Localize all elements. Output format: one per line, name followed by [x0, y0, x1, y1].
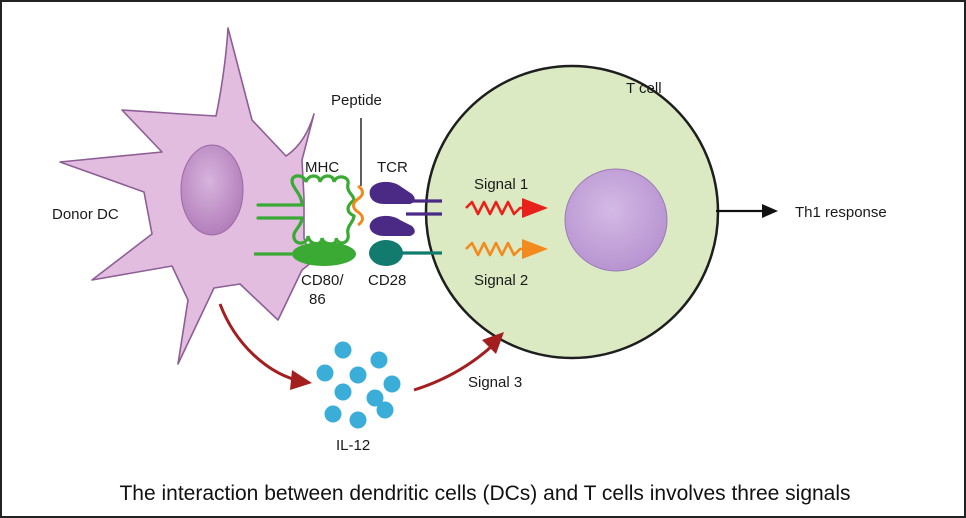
- label-il12: IL-12: [336, 437, 370, 454]
- label-th1-response: Th1 response: [795, 204, 887, 221]
- signal-3-arrow-il12-to-tcell: [413, 332, 504, 392]
- label-cd80-line2: 86: [309, 291, 326, 308]
- label-t-cell: T cell: [626, 80, 662, 97]
- th1-arrow: [716, 204, 778, 218]
- tcr-molecule: [369, 181, 442, 236]
- signal-1-arrow: [465, 198, 548, 218]
- signal-3-arrow-dc-to-il12: [218, 303, 312, 390]
- label-mhc: MHC: [305, 159, 339, 176]
- label-signal-1: Signal 1: [474, 176, 528, 193]
- cd80-86-molecule: [254, 242, 356, 266]
- figure-caption: The interaction between dendritic cells …: [119, 482, 851, 505]
- dendritic-cell-nucleus: [180, 144, 244, 236]
- cd28-molecule: [369, 240, 442, 266]
- label-cd80-line1: CD80/: [301, 272, 344, 289]
- peptide: [352, 184, 364, 227]
- label-signal-2: Signal 2: [474, 272, 528, 289]
- label-donor-dc: Donor DC: [52, 206, 119, 223]
- label-cd28: CD28: [368, 272, 406, 289]
- label-tcr: TCR: [377, 159, 408, 176]
- label-signal-3: Signal 3: [468, 374, 522, 391]
- signal-2-arrow: [465, 239, 548, 259]
- il12-cytokines: [316, 341, 401, 429]
- label-peptide: Peptide: [331, 92, 382, 109]
- mhc-molecule: [256, 174, 356, 246]
